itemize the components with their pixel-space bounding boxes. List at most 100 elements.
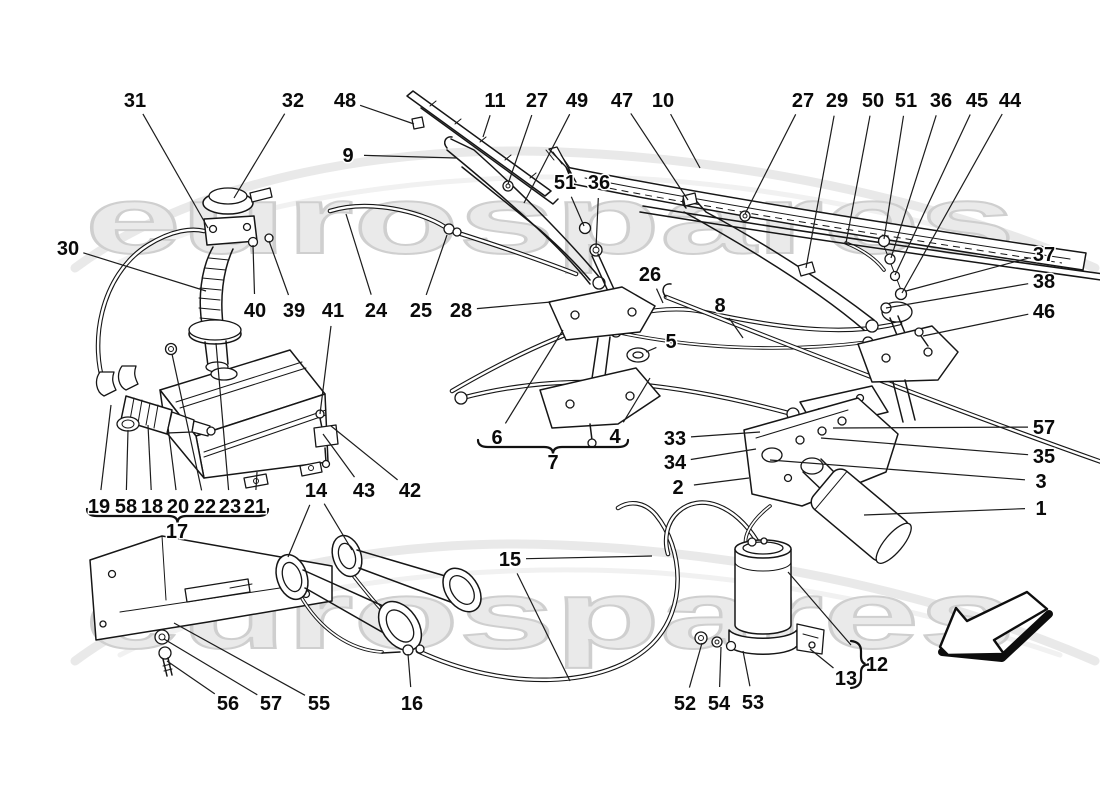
- horn-front-disc: [331, 534, 363, 578]
- leader-line-35: [820, 437, 1029, 456]
- wiper-blade-left: [406, 90, 559, 205]
- callout-23-48: 23: [219, 496, 241, 518]
- leader-line-45: [894, 114, 971, 276]
- callout-37-19: 37: [1033, 244, 1055, 266]
- leader-line-51: [570, 196, 585, 227]
- leader-line-14: [323, 503, 353, 551]
- leader-line-32: [233, 113, 286, 199]
- callout-45-13: 45: [966, 90, 988, 112]
- callout-57-31: 57: [1033, 417, 1055, 439]
- leader-lines: [83, 104, 1029, 696]
- callout-24-26: 24: [365, 300, 388, 322]
- callout-14-40: 14: [305, 480, 328, 502]
- callout-15-52: 15: [499, 549, 521, 571]
- tank-neck: [210, 367, 238, 381]
- arm-clip-right: [739, 210, 751, 222]
- callout-34-36: 34: [664, 452, 687, 474]
- callout-55-57: 55: [308, 693, 330, 715]
- hose-clamp: [116, 416, 140, 432]
- leader-line-9: [363, 154, 457, 159]
- callout-1-50: 1: [1035, 498, 1046, 520]
- direction-arrow-icon: [938, 590, 1053, 662]
- horn-bracket: [89, 535, 333, 677]
- leader-line-36: [595, 197, 599, 249]
- wiper-motor: [744, 457, 912, 564]
- compressor-canister: [694, 537, 825, 655]
- leader-line-40: [252, 244, 256, 295]
- motor-bracket: [743, 397, 899, 507]
- leader-line-31: [142, 113, 209, 229]
- callout-49-5: 49: [566, 90, 588, 112]
- leader-line-25: [425, 234, 448, 296]
- bracket-washer-lower: [154, 629, 170, 645]
- brace-for-12: [849, 639, 870, 690]
- wiper-arm-right: [682, 192, 879, 333]
- leader-line-8: [728, 317, 744, 339]
- leader-line-30: [83, 252, 207, 292]
- pivot-cap: [578, 221, 592, 235]
- leader-line-15: [525, 555, 653, 560]
- wheelbox-screw: [914, 327, 924, 337]
- brace-for-7: [476, 438, 630, 455]
- arm-clip: [502, 180, 514, 192]
- wiper-arm-left: [444, 136, 606, 290]
- hose-nozzle: [452, 227, 462, 237]
- horn-tee-fitting: [402, 644, 414, 656]
- bracket-screw: [158, 646, 172, 660]
- leader-line-4: [622, 377, 651, 423]
- callout-12-53: 12: [866, 654, 888, 676]
- callout-27-8: 27: [792, 90, 814, 112]
- callout-11-3: 11: [484, 90, 505, 112]
- leader-line-19: [100, 404, 112, 491]
- leader-line-56: [166, 660, 216, 695]
- callout-27-4: 27: [526, 90, 548, 112]
- washer-hoses: [98, 206, 900, 680]
- callout-2-39: 2: [672, 477, 683, 499]
- callout-47-6: 47: [611, 90, 633, 112]
- bracket-washer: [264, 233, 274, 243]
- leader-line-22: [171, 353, 203, 491]
- leader-line-46: [922, 313, 1029, 337]
- callout-10-7: 10: [652, 90, 674, 112]
- leader-line-48: [359, 104, 415, 125]
- leader-line-43: [322, 433, 355, 478]
- callout-56-55: 56: [217, 693, 239, 715]
- leader-line-53: [742, 650, 751, 687]
- callout-50-10: 50: [862, 90, 884, 112]
- leader-line-27: [744, 114, 797, 215]
- callout-3-38: 3: [1035, 471, 1046, 493]
- callout-53-61: 53: [742, 692, 764, 714]
- callout-38-21: 38: [1033, 271, 1055, 293]
- leader-line-36: [890, 115, 937, 259]
- wiper-arm-lower-right: [662, 283, 1100, 474]
- filler-hose: [188, 246, 242, 373]
- callout-54-60: 54: [708, 693, 731, 715]
- leader-line-5: [645, 346, 657, 353]
- callout-30-18: 30: [57, 238, 79, 260]
- callout-51-16: 51: [554, 172, 576, 194]
- callout-31-0: 31: [124, 90, 146, 112]
- leader-line-14: [287, 504, 311, 558]
- callout-19-43: 19: [88, 496, 110, 518]
- callout-58-44: 58: [115, 496, 137, 518]
- reference-line: [787, 571, 852, 646]
- callout-8-22: 8: [714, 295, 725, 317]
- horn-rear-disc: [275, 553, 309, 601]
- blade-clip: [411, 116, 425, 130]
- callout-35-35: 35: [1033, 446, 1055, 468]
- motor-solenoid: [800, 457, 824, 475]
- tank-grommet: [164, 342, 178, 356]
- leader-line-58: [125, 429, 129, 491]
- callout-43-41: 43: [353, 480, 375, 502]
- callout-4-33: 4: [609, 426, 621, 448]
- leader-line-24: [345, 213, 372, 295]
- leader-line-50: [845, 115, 871, 244]
- leader-line-34: [690, 448, 757, 461]
- callout-44-14: 44: [999, 90, 1022, 112]
- leader-line-18: [147, 424, 152, 491]
- leader-line-57: [163, 638, 258, 696]
- canister-fitting: [694, 631, 708, 645]
- leader-line-13: [809, 648, 834, 669]
